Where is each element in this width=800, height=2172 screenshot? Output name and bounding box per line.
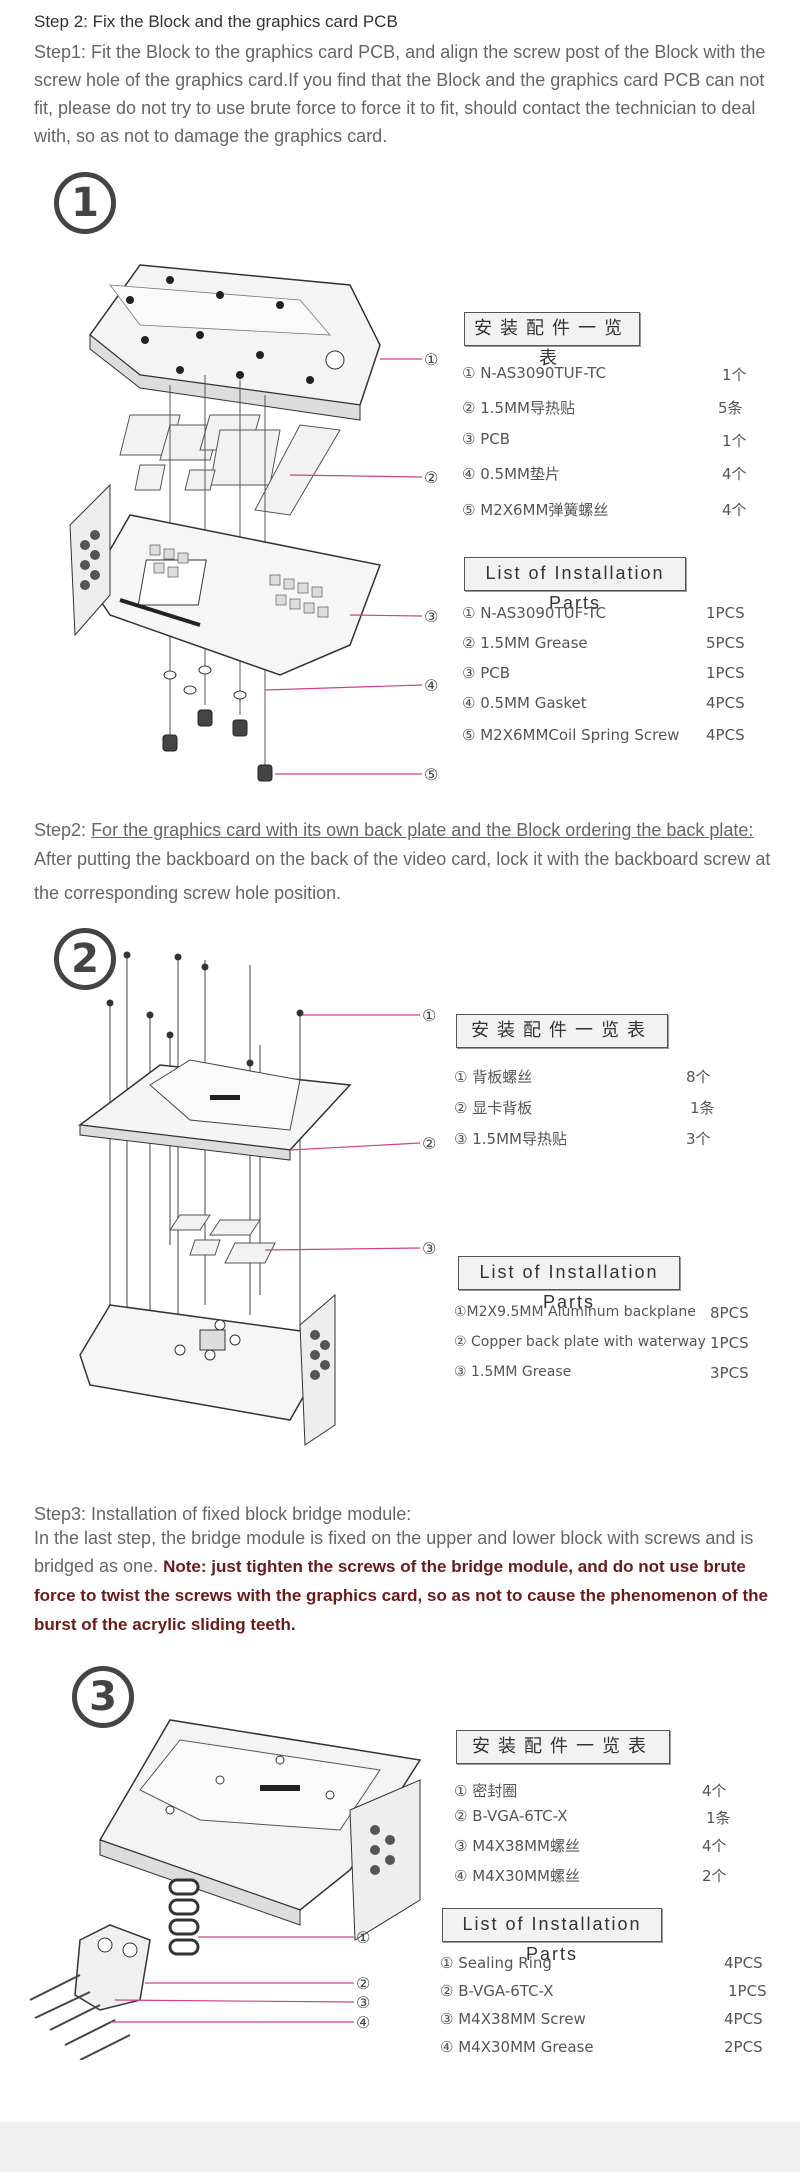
- callout-1: ①: [422, 1006, 436, 1025]
- en-part-name: ① N-AS3090TUF-TC: [462, 604, 607, 622]
- graphics-card-back-illustration: [79, 1293, 336, 1446]
- callout-1: ①: [424, 350, 438, 369]
- en-parts-table-title-3: List of Installation Parts: [442, 1908, 662, 1964]
- step-badge-2: 2: [54, 928, 116, 990]
- en-part-qty: 4PCS: [706, 694, 745, 712]
- en-part-name: ④ M4X30MM Grease: [440, 2038, 594, 2056]
- cn-parts-table-title-2: 安装配件一览表: [456, 1014, 668, 1048]
- cn-part-name: ③ PCB: [462, 430, 511, 448]
- cn-part-qty: 8个: [686, 1068, 711, 1086]
- callout-3: ③: [422, 1239, 436, 1258]
- step1-instructions: Step1: Fit the Block to the graphics car…: [34, 42, 766, 146]
- cn-part-name: ② 显卡背板: [454, 1099, 533, 1117]
- callout-2: ②: [356, 1974, 370, 1993]
- backplate-thermal-pads-illustration: [169, 1214, 276, 1264]
- cn-part-qty: 1条: [706, 1809, 731, 1827]
- cn-part-name: ④ 0.5MM垫片: [462, 465, 560, 483]
- callout-4: ④: [356, 2013, 370, 2032]
- step3-warning-note: Note: just tighten the screws of the bri…: [34, 1557, 768, 1634]
- cn-part-qty: 5条: [718, 399, 743, 417]
- block-pcb-exploded-diagram: ① ② ③ ④ ⑤: [69, 264, 438, 784]
- cn-part-name: ④ M4X30MM螺丝: [454, 1867, 580, 1885]
- en-part-name: ② B-VGA-6TC-X: [440, 1982, 554, 2000]
- bridge-module-diagram: ① ② ③ ④: [29, 1719, 422, 2060]
- callout-3: ③: [356, 1993, 370, 2012]
- en-part-name: ⑤ M2X6MMCoil Spring Screw: [462, 726, 680, 744]
- en-parts-table-title-1: List of Installation Parts: [464, 557, 686, 613]
- en-part-qty: 1PCS: [728, 1982, 767, 2000]
- step3-text: In the last step, the bridge module is f…: [34, 1528, 754, 1576]
- cn-part-name: ② 1.5MM导热贴: [462, 399, 575, 417]
- step2b-underlined: For the graphics card with its own back …: [91, 820, 754, 840]
- en-part-qty: 1PCS: [706, 664, 745, 682]
- cn-part-name: ⑤ M2X6MM弹簧螺丝: [462, 501, 609, 519]
- pcb-illustration: [69, 483, 382, 676]
- backplate-exploded-diagram: ① ② ③: [78, 951, 436, 1446]
- cn-part-qty: 2个: [702, 1867, 727, 1885]
- step2-heading: Step 2: Fix the Block and the graphics c…: [34, 12, 398, 31]
- en-part-name: ③ PCB: [462, 664, 511, 682]
- en-part-qty: 1PCS: [706, 604, 745, 622]
- en-part-name: ③ 1.5MM Grease: [454, 1364, 572, 1380]
- cn-part-name: ② B-VGA-6TC-X: [454, 1807, 568, 1825]
- cn-part-qty: 4个: [702, 1837, 727, 1855]
- callout-4: ④: [424, 676, 438, 695]
- step-badge-1: 1: [54, 172, 116, 234]
- step-badge-3: 3: [72, 1666, 134, 1728]
- callout-5: ⑤: [424, 765, 438, 784]
- en-parts-table-title-2: List of Installation Parts: [458, 1256, 680, 1312]
- backplate-illustration: [78, 1059, 352, 1161]
- en-part-name: ② 1.5MM Grease: [462, 634, 588, 652]
- en-part-name: ③ M4X38MM Screw: [440, 2010, 586, 2028]
- callout-1: ①: [356, 1928, 370, 1947]
- cn-part-qty: 4个: [702, 1782, 727, 1800]
- cn-part-name: ① 背板螺丝: [454, 1068, 533, 1086]
- cn-part-name: ③ M4X38MM螺丝: [454, 1837, 580, 1855]
- step3-heading: Step3: Installation of fixed block bridg…: [34, 1504, 412, 1524]
- en-part-name: ①M2X9.5MM Aluminum backplane: [454, 1304, 696, 1320]
- en-part-qty: 4PCS: [706, 726, 745, 744]
- callout-2: ②: [424, 468, 438, 487]
- en-part-name: ① Sealing Ring: [440, 1954, 552, 1972]
- en-part-qty: 5PCS: [706, 634, 745, 652]
- step2b-heading: Step2: For the graphics card with its ow…: [34, 816, 774, 844]
- cn-part-qty: 4个: [722, 465, 747, 483]
- water-block-illustration: [88, 264, 381, 421]
- cn-part-qty: 1个: [722, 366, 747, 384]
- spring-screws-illustration: [162, 709, 273, 782]
- en-part-qty: 4PCS: [724, 2010, 763, 2028]
- en-part-qty: 1PCS: [710, 1334, 749, 1352]
- gaskets-illustration: [163, 665, 247, 700]
- en-part-qty: 8PCS: [710, 1304, 749, 1322]
- step2b-instructions: After putting the backboard on the back …: [34, 849, 771, 903]
- cn-part-name: ③ 1.5MM导热贴: [454, 1130, 567, 1148]
- cn-part-qty: 4个: [722, 501, 747, 519]
- callout-3: ③: [424, 607, 438, 626]
- sealing-rings-illustration: [168, 1878, 200, 1956]
- en-part-name: ④ 0.5MM Gasket: [462, 694, 587, 712]
- cn-part-qty: 1条: [690, 1099, 715, 1117]
- thermal-pads-illustration: [119, 414, 341, 516]
- en-part-qty: 4PCS: [724, 1954, 763, 1972]
- cn-part-qty: 1个: [722, 432, 747, 450]
- bridge-module-illustration: [74, 1924, 151, 2011]
- en-part-qty: 3PCS: [710, 1364, 749, 1382]
- cn-part-name: ① 密封圈: [454, 1782, 518, 1800]
- step2b-label: Step2:: [34, 820, 87, 840]
- cn-part-qty: 3个: [686, 1130, 711, 1148]
- assembled-block-illustration: [98, 1719, 422, 1941]
- en-part-name: ② Copper back plate with waterway: [454, 1334, 706, 1350]
- cn-parts-table-title-1: 安装配件一览表: [464, 312, 640, 368]
- step3-instructions: In the last step, the bridge module is f…: [34, 1524, 779, 1639]
- footer-band: [0, 2122, 800, 2172]
- cn-part-name: ① N-AS3090TUF-TC: [462, 364, 607, 382]
- bridge-screws-illustration: [29, 1974, 131, 2060]
- callout-2: ②: [422, 1134, 436, 1153]
- cn-parts-table-title-3: 安装配件一览表: [456, 1730, 670, 1764]
- en-part-qty: 2PCS: [724, 2038, 763, 2056]
